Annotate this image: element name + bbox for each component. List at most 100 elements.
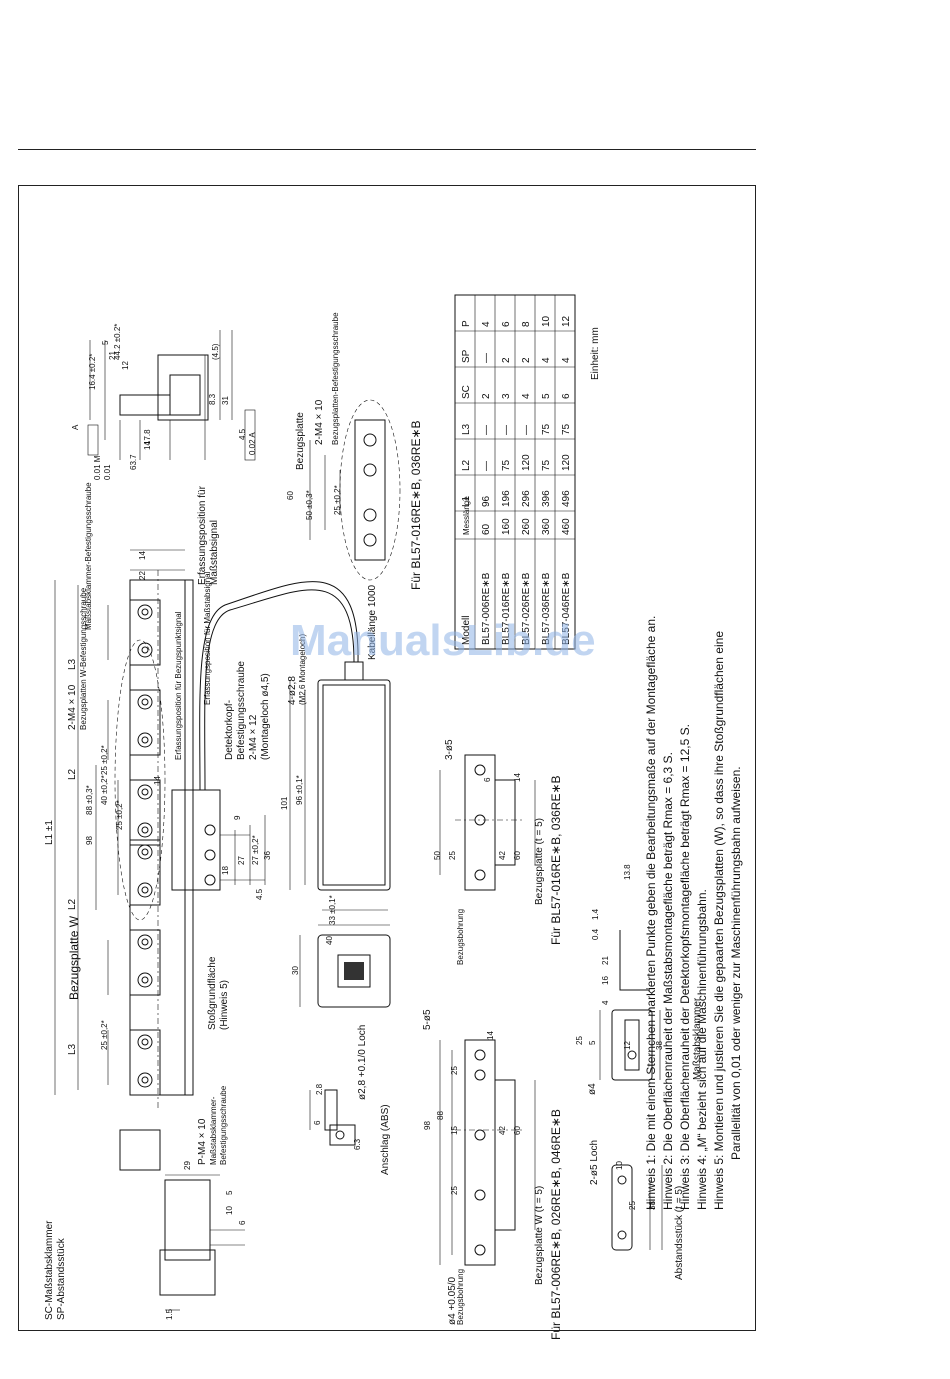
dimension-value: 101 [280, 796, 289, 810]
table-cell: 2 [521, 357, 532, 363]
notes: Hinweis 1: Die mit einem Sternchen marki… [644, 616, 743, 1210]
label-spacer-t5: Abstandsstück (t = 5) [674, 1186, 685, 1280]
dimension-value: 17.8 [143, 429, 152, 445]
dimension-value: 6 [483, 777, 492, 782]
dimension-value: 9 [233, 815, 242, 820]
screw-hole-inner [141, 608, 149, 616]
table-cell: 4 [481, 321, 492, 327]
ref-plate-clamp [129, 599, 161, 666]
dimension-value: 14 [486, 1031, 495, 1040]
table-header-cell: L3 [461, 423, 472, 435]
label-for-006-026-046: Für BL57-006RE∗B, 026RE∗B, 046RE∗B [549, 1109, 563, 1340]
dimension-value: 98 [85, 836, 94, 845]
label-ref-plate-w: Bezugsplatte W [67, 915, 81, 1000]
table-header-cell: Messlänge [462, 496, 471, 535]
label-ref-plate-m4: 2-M4 × 10 [314, 399, 325, 445]
dimension-value: 63.7 [129, 454, 138, 470]
table-cell: 296 [521, 490, 532, 507]
table-cell: 260 [521, 518, 532, 535]
dimension-value: 16.4 ±0.2* [88, 354, 97, 390]
label-stop-face: Stoßgrundfläche [207, 956, 218, 1030]
dimension-value: 14 [138, 551, 147, 560]
label-clamp-screw-1: Maßstabsklammer- [209, 1096, 218, 1165]
dimension-value: 8.3 [208, 393, 217, 405]
label-bore-2: Bezugsbohrung [456, 909, 465, 965]
label-ref-plate: Bezugsplatte [295, 412, 306, 470]
label-detect-pos-ref2: Erfassungsposition für Maßstabsignal [203, 571, 212, 705]
watermark: ManualsLib.de [290, 616, 596, 665]
dimension-value: 40 ±0,2* [100, 775, 109, 805]
table-cell: — [521, 425, 532, 435]
dimension-value: 44.2 ±0.2* [113, 324, 122, 360]
ref-plate-detail [309, 399, 401, 581]
note-5-cont: Parallelität von 0,01 oder weniger zur M… [729, 766, 743, 1160]
label-sc-clamp: SC-Maßstabsklammer [44, 1220, 55, 1320]
table-cell: 6 [561, 393, 572, 399]
table-header-cell: L2 [461, 459, 472, 471]
table-header-cell: L1 [461, 495, 472, 507]
label-phi4-b: ø4 [587, 1083, 598, 1095]
dimension-value: 88 [436, 1111, 445, 1120]
dimension-value: 33 ±0,1* [328, 895, 337, 925]
label-tol2: 0.01 [103, 464, 112, 480]
table-cell: BL57-036RE∗B [541, 572, 552, 645]
table-cell: 4 [541, 357, 552, 363]
dimension-value: 12 [623, 1041, 632, 1050]
label-head-screw-3: 2-M4 × 12 [248, 714, 259, 760]
dimension-value: 60 [513, 851, 522, 860]
dimension-value: 10 [225, 1206, 234, 1215]
table-cell: 396 [541, 490, 552, 507]
ref-plate-clamp [129, 1029, 161, 1096]
label-l2-a: L2 [67, 898, 78, 910]
dimension-value: 38 [655, 1041, 664, 1050]
label-hole28: ø2,8 +0.1/0 Loch [357, 1025, 368, 1100]
dimension-value: 25 ±0,2* [115, 800, 124, 830]
table-cell: 4 [521, 393, 532, 399]
label-for-016-036-b: Für BL57-016RE∗B, 036RE∗B [549, 775, 563, 945]
table-cell: 3 [501, 393, 512, 399]
dimension-value: 96 ±0,1* [295, 775, 304, 805]
screw-hole-inner [141, 976, 149, 984]
label-detect-pos-scale2: Maßstabsignal [209, 520, 220, 585]
dimension-value: 40 [325, 936, 334, 945]
dimension-value: 2.8 [315, 1083, 324, 1095]
dimension-value: 31 [221, 396, 230, 405]
dimension-value: 50 ±0,3* [305, 490, 314, 520]
label-ref-plate-t5: Bezugsplatte (t = 5) [534, 818, 545, 905]
table-cell: BL57-046RE∗B [561, 572, 572, 645]
dimension-value: 88 ±0,3* [85, 785, 94, 815]
dimension-value: (4.5) [211, 343, 220, 360]
dimension-value: 10 [615, 1161, 624, 1170]
label-m28-sub: (M2,6 Montageloch) [298, 634, 307, 705]
dimension-value: 60 [513, 1126, 522, 1135]
table-cell: 460 [561, 518, 572, 535]
label-head-screw-4: (Montageloch ø4,5) [260, 673, 271, 760]
label-tol3: 0.02 A [248, 432, 257, 455]
top-rule [18, 149, 756, 150]
spacer-part [611, 1164, 663, 1251]
label-ref-plate-w-t5: Bezugsplatte W (t = 5) [534, 1186, 545, 1285]
dimension-value: 5 [588, 1040, 597, 1045]
ref-plate-clamp [129, 689, 161, 756]
table-cell: 360 [541, 518, 552, 535]
table-cell: 120 [521, 454, 532, 471]
screw-hole-inner [141, 938, 149, 946]
label-phi4: ø4 +0.05/0 [447, 1276, 458, 1325]
label-sp-spacer: SP-Abstandsstück [56, 1237, 67, 1320]
dimension-value: 25 [450, 1186, 459, 1195]
dimension-value: 25 ±0,2* [100, 745, 109, 775]
section-view [87, 330, 256, 461]
screw-hole-inner [141, 826, 149, 834]
stop-abs-part [309, 1089, 356, 1146]
clamp-part [599, 930, 661, 1081]
table-header-cell: SP [461, 349, 472, 363]
label-head-screw-1: Detektorkopf- [224, 700, 235, 760]
label-clamp-screw-2: Befestigungsschraube [219, 1085, 228, 1165]
dimension-value: 14 [153, 776, 162, 785]
dimension-value: 15 [450, 1126, 459, 1135]
table-cell: 75 [561, 423, 572, 435]
label-for-016-036: Für BL57-016RE∗B, 036RE∗B [409, 420, 423, 590]
dimension-value: 42 [498, 1126, 507, 1135]
